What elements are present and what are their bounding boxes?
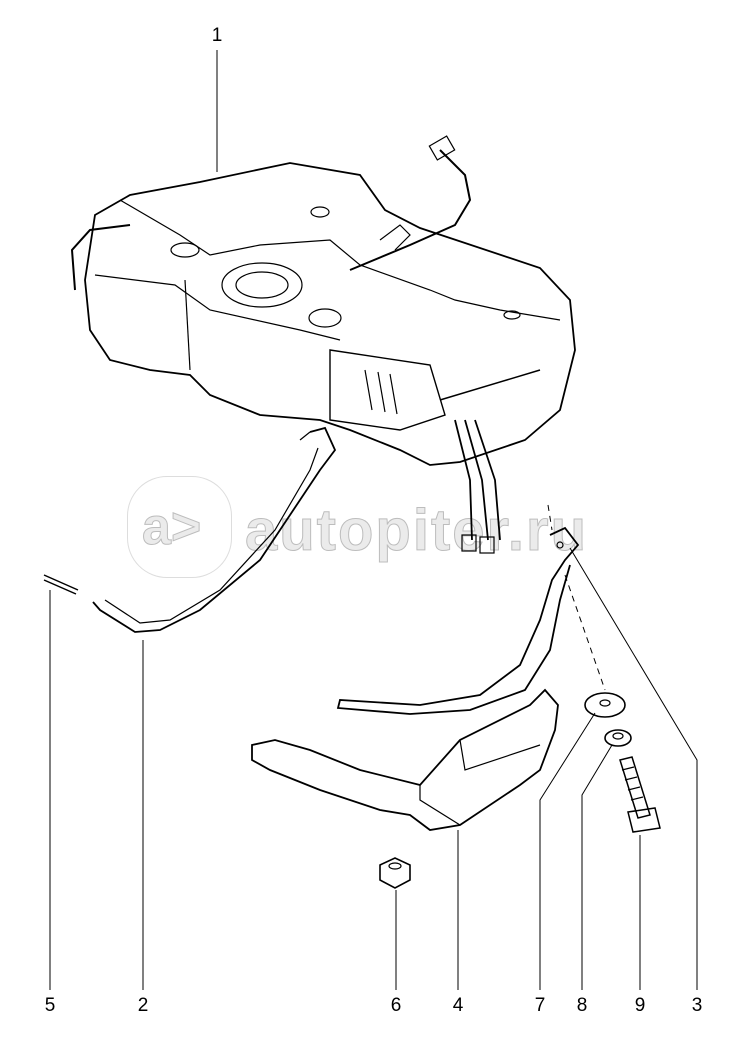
- strap-left: [92, 426, 337, 633]
- callout-9: 9: [634, 995, 646, 1016]
- callout-4: 4: [452, 995, 464, 1016]
- pin: [43, 574, 79, 595]
- nut: [379, 857, 411, 889]
- watermark-logo-text: a>: [141, 498, 202, 557]
- leader-lines: [49, 50, 698, 990]
- callout-6: 6: [390, 995, 402, 1016]
- callout-7: 7: [534, 995, 546, 1016]
- callout-2: 2: [137, 995, 149, 1016]
- watermark-text: autopiter.ru: [244, 498, 589, 564]
- washer: [584, 692, 626, 718]
- bolt: [619, 756, 661, 833]
- callout-5: 5: [44, 995, 56, 1016]
- watermark-logo: a>: [127, 476, 232, 578]
- heat-shield: [251, 688, 559, 831]
- lock-washer: [604, 729, 632, 747]
- callout-1: 1: [211, 25, 223, 46]
- strap-right: [336, 526, 580, 715]
- callout-3: 3: [691, 995, 703, 1016]
- callout-8: 8: [576, 995, 588, 1016]
- fuel-tank: [70, 135, 576, 554]
